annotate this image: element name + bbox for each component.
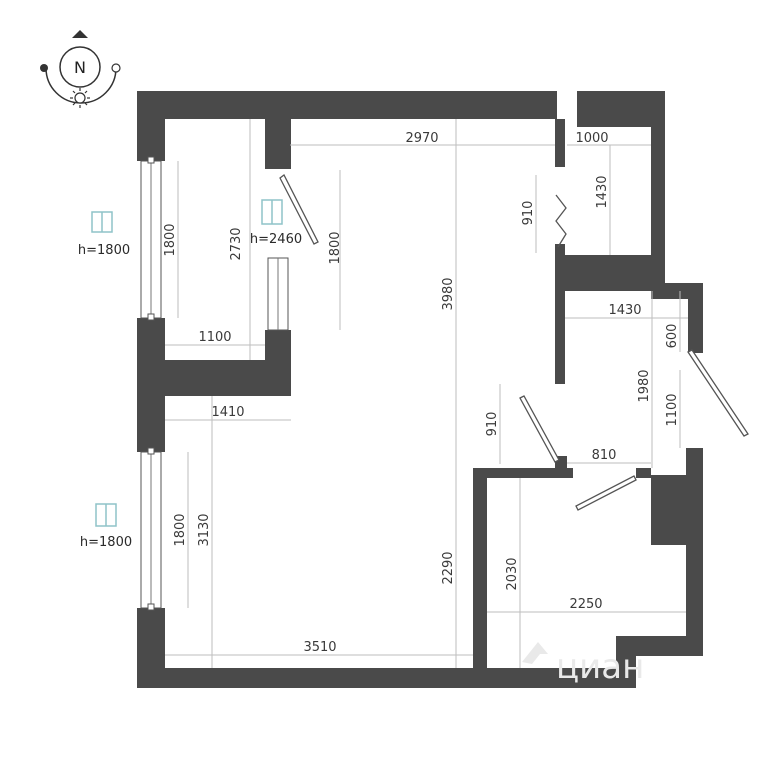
dim-bath-entry: 910 [485, 412, 500, 437]
dim-lower-room-width: 1410 [211, 405, 244, 420]
compass: N [40, 30, 121, 108]
dim-niche-depth: 910 [521, 201, 536, 226]
window-left-lower [140, 447, 162, 611]
doors [279, 174, 749, 511]
dim-top-corridor: 2970 [405, 131, 438, 146]
dim-bath-top: 600 [665, 324, 680, 349]
walls [137, 91, 703, 688]
dim-small-room-width: 1000 [575, 131, 608, 146]
dim-lower-room-height: 3130 [197, 513, 212, 546]
dim-left-room-height: 2730 [229, 227, 244, 260]
dim-left-room-width: 1100 [198, 330, 231, 345]
window-inner [267, 257, 289, 331]
window-height-inner: h=2460 [250, 232, 302, 247]
window-icon [91, 199, 283, 527]
dim-main-hall-height: 3980 [441, 277, 456, 310]
dim-bath-height: 1980 [637, 369, 652, 402]
dim-left-room-door: 1800 [328, 231, 343, 264]
compass-east-dot [111, 63, 121, 73]
dim-lower-room-bottom: 3510 [303, 640, 336, 655]
compass-letter: N [74, 58, 86, 77]
dim-bath-door: 1100 [665, 393, 680, 426]
watermark: циан [522, 642, 644, 687]
compass-north-arrow [72, 30, 88, 38]
window-height-left-upper: h=1800 [78, 243, 130, 258]
dim-lower-room-window: 1800 [173, 513, 188, 546]
watermark-logo-icon [522, 642, 548, 664]
dim-wc-width: 2250 [569, 597, 602, 612]
watermark-text: циан [556, 647, 644, 687]
dim-bath-door-width: 810 [592, 448, 617, 463]
compass-west-dot [40, 64, 48, 72]
dim-wc-height: 2030 [505, 557, 520, 590]
dimension-lines [165, 119, 688, 668]
window-left-upper [140, 156, 162, 321]
compass-ring [59, 46, 101, 88]
dim-bath-width: 1430 [608, 303, 641, 318]
dim-lower-room-depth: 2290 [441, 551, 456, 584]
sun-icon [70, 88, 90, 108]
dim-left-window: 1800 [163, 223, 178, 256]
window-height-left-lower: h=1800 [80, 535, 132, 550]
dim-small-room-height: 1430 [595, 175, 610, 208]
